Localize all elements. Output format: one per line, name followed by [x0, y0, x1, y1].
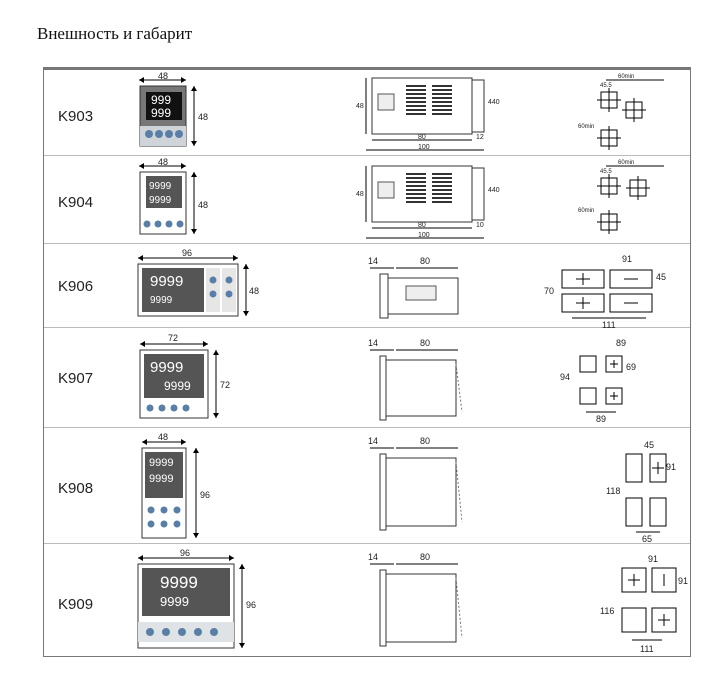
- table-row: K909 96 9999 9999 96 14 80 91: [44, 544, 690, 656]
- side-a: 14: [368, 436, 378, 446]
- panel-dim-b: 91: [678, 576, 688, 586]
- panel-dim-c: 118: [606, 486, 620, 496]
- panel-cutout: 91 45 70 111: [544, 254, 666, 330]
- model-label: K908: [58, 480, 94, 497]
- panel-dim-a: 89: [616, 338, 626, 348]
- side-height-2: 440: [488, 99, 500, 106]
- model-label: K906: [58, 278, 94, 295]
- front-view: 48 9999 9999 48: [139, 157, 208, 235]
- side-b: 80: [420, 338, 430, 348]
- side-a: 14: [368, 338, 378, 348]
- table-row: K907 72 9999 9999 72 14 80 89: [44, 328, 690, 428]
- display-bottom: 9999: [150, 295, 173, 306]
- panel-dim-d: 89: [596, 414, 606, 424]
- side-a: 14: [368, 256, 378, 266]
- panel-dim-b: 60min: [618, 160, 634, 166]
- front-view: 72 9999 9999 72: [139, 333, 230, 419]
- panel-dim-c: 60min: [578, 124, 594, 130]
- panel-dim-d: 65: [642, 534, 652, 544]
- panel-cutout: 60min 45.5 60min: [578, 160, 664, 234]
- display-top: 9999: [149, 457, 173, 469]
- display-top: 999: [151, 93, 171, 107]
- front-width: 96: [182, 248, 192, 258]
- front-width: 48: [158, 71, 168, 81]
- front-view: 96 9999 9999 48: [137, 248, 259, 317]
- panel-cutout: 91 91 116 111: [600, 554, 688, 654]
- front-view: 96 9999 9999 96: [137, 548, 256, 649]
- front-height: 96: [200, 490, 210, 500]
- panel-dim-d: 111: [602, 320, 616, 330]
- panel-dim-c: 94: [560, 372, 570, 382]
- panel-dim-a: 45.5: [600, 83, 612, 89]
- side-depth: 12: [476, 134, 484, 141]
- side-b: 80: [420, 436, 430, 446]
- panel-dim-a: 45: [644, 440, 654, 450]
- display-bottom: 9999: [160, 594, 189, 609]
- panel-cutout: 45 91 118 65: [606, 440, 676, 544]
- side-length: 80: [418, 222, 426, 229]
- panel-dim-a: 91: [622, 254, 632, 264]
- model-label: K907: [58, 370, 94, 387]
- side-depth: 10: [476, 222, 484, 229]
- front-height: 72: [220, 380, 230, 390]
- panel-cutout: 60min 45.5 60min: [578, 74, 664, 150]
- front-height: 48: [249, 286, 259, 296]
- display-bottom: 999: [151, 106, 171, 120]
- display-top: 9999: [149, 181, 172, 192]
- panel-dim-b: 91: [666, 462, 676, 472]
- front-width: 96: [180, 548, 190, 558]
- side-view: 14 80: [368, 436, 463, 531]
- side-length: 80: [418, 134, 426, 141]
- front-view: 48 9999 9999 96: [141, 432, 210, 539]
- display-top: 9999: [150, 359, 183, 376]
- display-bottom: 9999: [164, 379, 191, 393]
- side-view: 14 80: [368, 256, 459, 319]
- panel-dim-c: 70: [544, 286, 554, 296]
- panel-dim-b: 69: [626, 362, 636, 372]
- side-a: 14: [368, 552, 378, 562]
- front-width: 72: [168, 333, 178, 343]
- side-view: 14 80: [368, 552, 463, 647]
- front-width: 48: [158, 157, 168, 167]
- page-title: Внешность и габарит: [37, 24, 193, 43]
- panel-dim-a: 45.5: [600, 169, 612, 175]
- side-height: 48: [356, 103, 364, 110]
- side-total: 100: [418, 144, 430, 151]
- side-total: 100: [418, 232, 430, 239]
- table-row: K904 48 9999 9999 48: [44, 156, 690, 244]
- side-b: 80: [420, 256, 430, 266]
- panel-dim-a: 91: [648, 554, 658, 564]
- front-height: 48: [198, 200, 208, 210]
- model-label: K909: [58, 596, 94, 613]
- model-label: K904: [58, 194, 94, 211]
- panel-dim-b: 60min: [618, 74, 634, 80]
- side-b: 80: [420, 552, 430, 562]
- panel-dim-c: 60min: [578, 208, 594, 214]
- front-height: 96: [246, 600, 256, 610]
- side-view: 48 440 80 10 100: [356, 165, 500, 239]
- display-top: 9999: [150, 273, 183, 290]
- model-label: K903: [58, 108, 94, 125]
- dimensions-table: K903 48 999 999 48: [43, 67, 691, 657]
- front-width: 48: [158, 432, 168, 442]
- side-height: 48: [356, 191, 364, 198]
- side-height-2: 440: [488, 187, 500, 194]
- panel-cutout: 89 69 94 89: [560, 338, 636, 424]
- display-bottom: 9999: [149, 195, 172, 206]
- panel-dim-c: 116: [600, 606, 614, 616]
- table-row: K908 48 9999 9999 96 14 80 45: [44, 428, 690, 544]
- front-height: 48: [198, 112, 208, 122]
- side-view: 14 80: [368, 338, 463, 421]
- display-bottom: 9999: [149, 473, 173, 485]
- table-row: K903 48 999 999 48: [44, 70, 690, 156]
- side-view: 48 440 80 12 100: [356, 77, 500, 151]
- front-view: 48 999 999 48: [139, 71, 208, 147]
- panel-dim-d: 111: [640, 644, 654, 654]
- table-row: K906 96 9999 9999 48 14 80 9: [44, 244, 690, 330]
- panel-dim-b: 45: [656, 272, 666, 282]
- display-top: 9999: [160, 573, 198, 592]
